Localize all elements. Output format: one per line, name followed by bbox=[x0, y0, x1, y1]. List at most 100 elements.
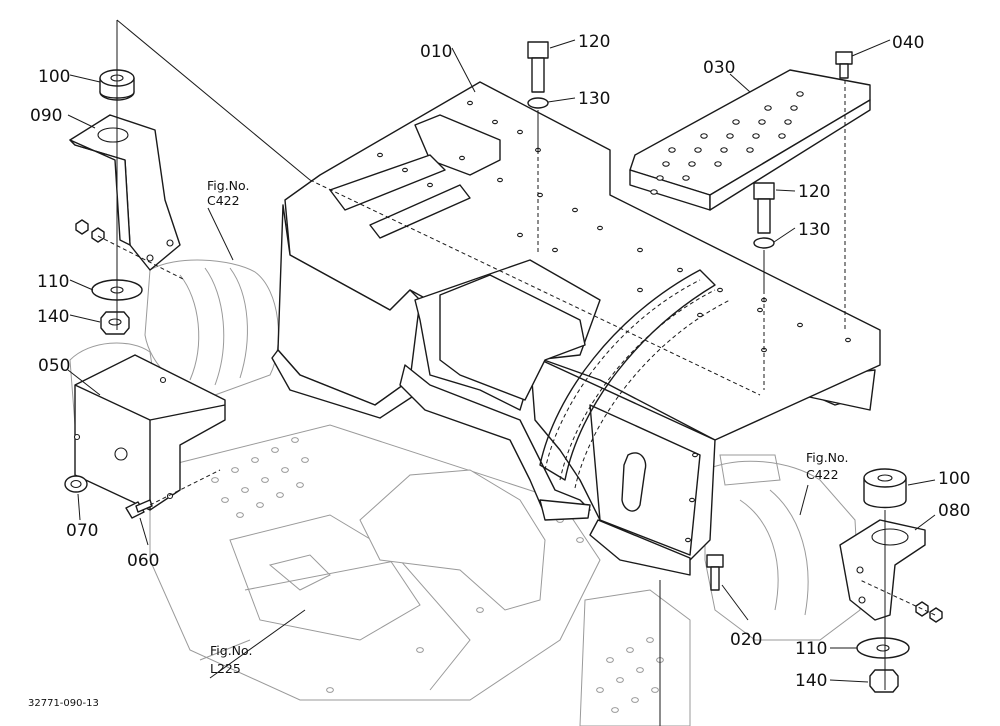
fig-ref-l225-line2: L225 bbox=[210, 661, 241, 676]
hole bbox=[402, 167, 408, 173]
callout-140-right: 140 bbox=[795, 671, 827, 691]
hole bbox=[416, 647, 424, 653]
hole bbox=[606, 657, 614, 663]
callout-030: 030 bbox=[703, 58, 735, 78]
hole bbox=[685, 537, 691, 543]
hole bbox=[291, 437, 299, 443]
bolt-020 bbox=[706, 554, 724, 591]
hole bbox=[697, 312, 703, 318]
assembly-axes bbox=[97, 19, 936, 726]
hardware bbox=[64, 41, 943, 693]
hole bbox=[689, 497, 695, 503]
hole bbox=[758, 119, 766, 125]
hole bbox=[576, 537, 584, 543]
hole bbox=[517, 232, 523, 238]
callout-110-right: 110 bbox=[795, 639, 827, 659]
fender-cover-010 bbox=[271, 81, 881, 576]
hole bbox=[694, 147, 702, 153]
washer-130-lower bbox=[753, 237, 775, 249]
hole bbox=[790, 105, 798, 111]
callout-040: 040 bbox=[892, 33, 924, 53]
hole bbox=[241, 487, 249, 493]
callout-120-lower: 120 bbox=[798, 182, 830, 202]
hole bbox=[572, 207, 578, 213]
hole bbox=[668, 147, 676, 153]
callout-070: 070 bbox=[66, 521, 98, 541]
hole bbox=[281, 467, 289, 473]
callout-100-right: 100 bbox=[938, 469, 970, 489]
hole bbox=[276, 492, 284, 498]
bolt-120-lower bbox=[753, 182, 775, 234]
side-panel-050 bbox=[73, 354, 226, 511]
hole bbox=[656, 175, 664, 181]
step-plate-030 bbox=[629, 69, 871, 211]
hole bbox=[476, 607, 484, 613]
hole bbox=[720, 147, 728, 153]
hole bbox=[764, 105, 772, 111]
hole bbox=[692, 452, 698, 458]
mount-bracket-080 bbox=[839, 519, 926, 621]
nut-140-right bbox=[869, 669, 899, 693]
hole bbox=[717, 287, 723, 293]
hole bbox=[236, 512, 244, 518]
hole bbox=[256, 502, 264, 508]
hole bbox=[726, 133, 734, 139]
callout-080: 080 bbox=[938, 501, 970, 521]
hole bbox=[296, 482, 304, 488]
hole bbox=[682, 175, 690, 181]
hole bbox=[552, 247, 558, 253]
hole bbox=[326, 687, 334, 693]
hole bbox=[677, 267, 683, 273]
hole bbox=[626, 647, 634, 653]
callout-110-left: 110 bbox=[37, 272, 69, 292]
hole bbox=[778, 133, 786, 139]
callout-130-lower: 130 bbox=[798, 220, 830, 240]
hole bbox=[688, 161, 696, 167]
callout-130-upper: 130 bbox=[578, 89, 610, 109]
hole bbox=[700, 133, 708, 139]
hole bbox=[492, 119, 498, 125]
hole bbox=[662, 161, 670, 167]
fig-ref-c422-left-line1: Fig.No. bbox=[207, 178, 249, 193]
hole bbox=[650, 189, 658, 195]
fig-ref-c422-left-line2: C422 bbox=[207, 193, 240, 208]
hole bbox=[251, 457, 259, 463]
hole bbox=[752, 133, 760, 139]
hole bbox=[796, 91, 804, 97]
hole bbox=[467, 100, 473, 106]
callout-060: 060 bbox=[127, 551, 159, 571]
washer-130-upper bbox=[527, 97, 549, 109]
hole bbox=[231, 467, 239, 473]
fig-ref-l225-line1: Fig.No. bbox=[210, 643, 252, 658]
bolt-060 bbox=[125, 499, 153, 519]
hole bbox=[646, 637, 654, 643]
grommet-070 bbox=[64, 475, 88, 493]
hole bbox=[651, 687, 659, 693]
hole bbox=[637, 287, 643, 293]
drawing-code: 32771-090-13 bbox=[28, 698, 99, 709]
fig-ref-c422-right-line1: Fig.No. bbox=[806, 450, 848, 465]
callout-120-upper: 120 bbox=[578, 32, 610, 52]
hole bbox=[517, 129, 523, 135]
figure-references: Fig.No. C422 Fig.No. C422 Fig.No. L225 bbox=[207, 178, 848, 676]
hole bbox=[757, 307, 763, 313]
callout-020: 020 bbox=[730, 630, 762, 650]
hole bbox=[271, 447, 279, 453]
callout-010: 010 bbox=[420, 42, 452, 62]
hole bbox=[497, 177, 503, 183]
hole bbox=[845, 337, 851, 343]
hole bbox=[596, 687, 604, 693]
callout-090: 090 bbox=[30, 106, 62, 126]
hole bbox=[611, 707, 619, 713]
hole bbox=[631, 697, 639, 703]
fig-ref-c422-right-line2: C422 bbox=[806, 467, 839, 482]
hole bbox=[427, 182, 433, 188]
callout-050: 050 bbox=[38, 356, 70, 376]
hole bbox=[637, 247, 643, 253]
callout-100-left: 100 bbox=[38, 67, 70, 87]
hole bbox=[221, 497, 229, 503]
bolt-040 bbox=[835, 51, 853, 79]
hole bbox=[732, 119, 740, 125]
hole bbox=[784, 119, 792, 125]
